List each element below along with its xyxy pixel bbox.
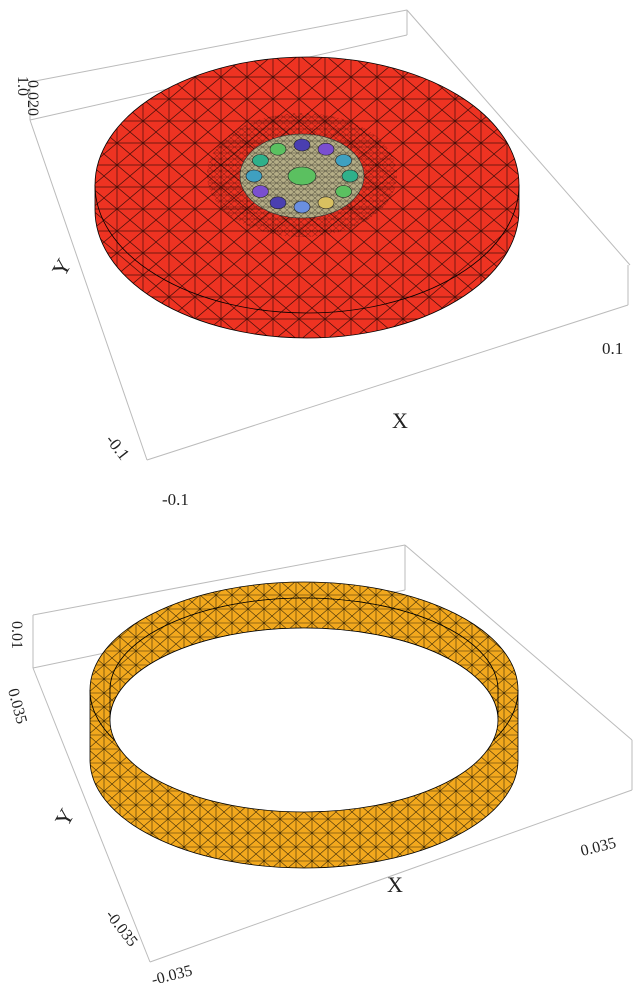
plot-1-fiber-core bbox=[269, 196, 287, 210]
plot-1: X Y -0.1 0.1 -0.1 0.020 1.0 bbox=[14, 9, 631, 509]
plot-1-corner-tick: 1.0 bbox=[14, 76, 31, 96]
plot-1-fiber-core bbox=[252, 185, 269, 198]
plot-2-z-tick: 0.01 bbox=[8, 621, 25, 649]
plot-1-y-axis-label: Y bbox=[47, 254, 77, 280]
plot-1-fiber-core bbox=[293, 138, 311, 152]
plot-1-fiber-core bbox=[335, 154, 352, 167]
plot-1-z-tick: 0.020 bbox=[24, 80, 41, 116]
plot-2-x-max-tick: 0.035 bbox=[579, 835, 618, 860]
plot-2-x-axis-label: X bbox=[387, 872, 403, 897]
plot-1-fiber-core bbox=[293, 200, 311, 214]
plot-2-ring-outer-wall-mesh bbox=[90, 690, 518, 868]
plot-1-fiber-core bbox=[245, 169, 263, 183]
plot-1-fiber-core bbox=[335, 185, 352, 198]
plot-2-y-max-tick: 0.035 bbox=[4, 687, 30, 726]
plot-1-x-axis-label: X bbox=[392, 408, 408, 433]
plot-1-fiber-core bbox=[252, 154, 269, 167]
plot-1-x-max-tick: 0.1 bbox=[602, 339, 623, 358]
plot-1-fiber-core bbox=[269, 142, 287, 156]
plot-1-fiber-cores bbox=[245, 138, 359, 214]
plot-1-center-core bbox=[287, 166, 317, 186]
plot-1-x-min-tick: -0.1 bbox=[162, 490, 189, 509]
plot-2: X Y -0.035 0.035 -0.035 0.035 0.01 bbox=[4, 544, 633, 987]
plot-1-fiber-core bbox=[341, 169, 359, 183]
plot-2-y-axis-label: Y bbox=[50, 804, 80, 830]
plot-1-fiber-core bbox=[317, 196, 335, 210]
plot-2-ring-hole bbox=[109, 627, 499, 813]
plot-2-y-min-tick: -0.035 bbox=[102, 907, 141, 950]
plot-1-y-min-tick: -0.1 bbox=[102, 431, 134, 464]
plot-2-ring-inner-wall-mesh bbox=[110, 598, 498, 720]
plot-1-disk bbox=[94, 56, 520, 339]
plot-2-ring bbox=[89, 581, 519, 869]
plot-1-fiber-core bbox=[317, 142, 335, 156]
plot-2-x-min-tick: -0.035 bbox=[150, 962, 194, 987]
